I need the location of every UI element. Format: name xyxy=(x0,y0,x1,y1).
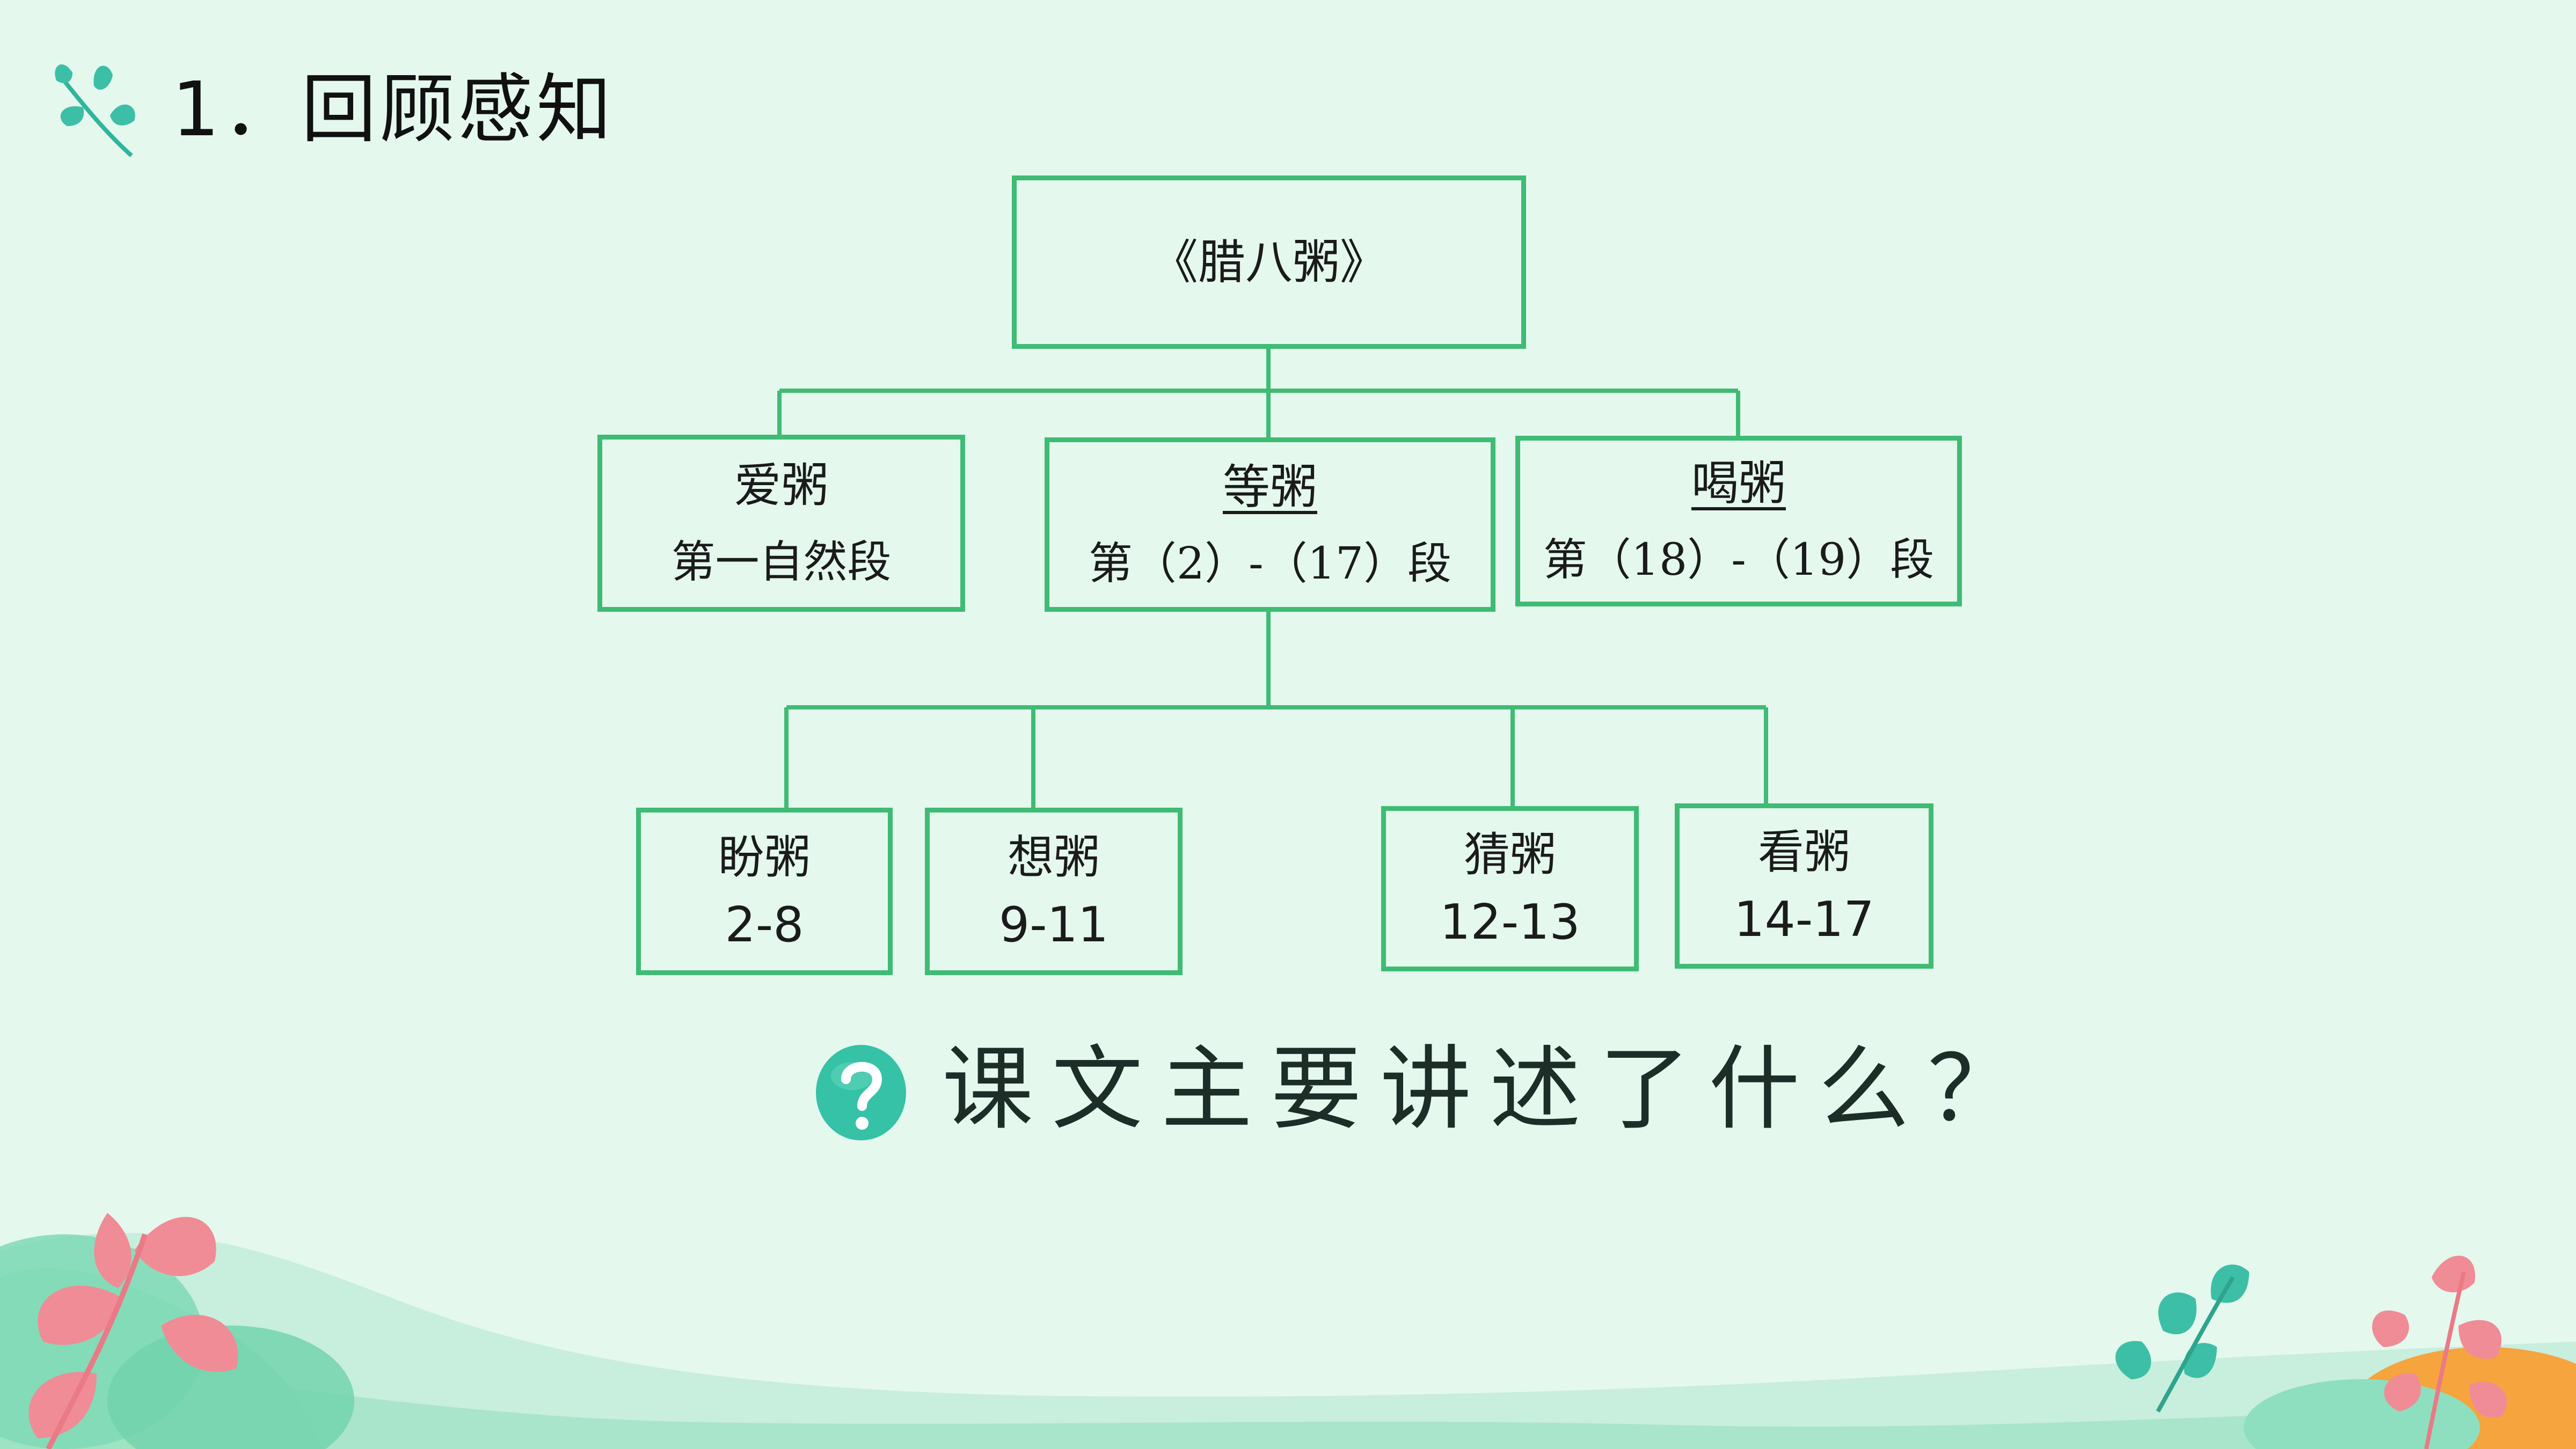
sub-branch-label: 想粥 xyxy=(1008,831,1100,884)
branch-range: 第一自然段 xyxy=(671,537,892,588)
branch-node: 等粥 第（2）-（17）段 xyxy=(1045,437,1495,612)
sub-branch-range: 2-8 xyxy=(725,897,804,953)
hill-front xyxy=(0,1352,2576,1449)
sub-branch-label: 猜粥 xyxy=(1464,828,1556,882)
sub-branch-label: 看粥 xyxy=(1758,825,1850,879)
flower-decoration-left xyxy=(28,1213,238,1438)
root-label: 《腊八粥》 xyxy=(1150,234,1387,290)
branch-label: 等粥 xyxy=(1222,459,1317,515)
slide-title: 1．回顾感知 xyxy=(172,66,615,153)
branch-node: 爱粥 第一自然段 xyxy=(597,435,965,612)
sub-branch-range: 14-17 xyxy=(1734,891,1874,948)
branch-node: 喝粥 第（18）-（19）段 xyxy=(1515,436,1962,606)
question-text: 课文主要讲述了什么？ xyxy=(942,1036,2038,1143)
hill-back xyxy=(0,1233,2576,1449)
sub-branch-range: 12-13 xyxy=(1440,894,1580,950)
flower-decoration-right xyxy=(2372,1255,2507,1418)
question-mark-icon xyxy=(816,1045,906,1140)
branch-label: 爱粥 xyxy=(734,458,829,513)
branch-label: 喝粥 xyxy=(1691,456,1786,511)
sub-branch-node: 盼粥 2-8 xyxy=(636,808,893,975)
leaf-icon xyxy=(55,64,135,157)
branch-range: 第（18）-（19）段 xyxy=(1543,535,1935,586)
sub-branch-label: 盼粥 xyxy=(718,831,811,884)
branch-range: 第（2）-（17）段 xyxy=(1088,538,1452,589)
diagram-root-node: 《腊八粥》 xyxy=(1012,175,1526,349)
sub-branch-node: 看粥 14-17 xyxy=(1675,803,1933,969)
sub-branch-range: 9-11 xyxy=(998,897,1109,953)
sub-branch-node: 猜粥 12-13 xyxy=(1381,806,1639,971)
sub-branch-node: 想粥 9-11 xyxy=(925,808,1183,975)
